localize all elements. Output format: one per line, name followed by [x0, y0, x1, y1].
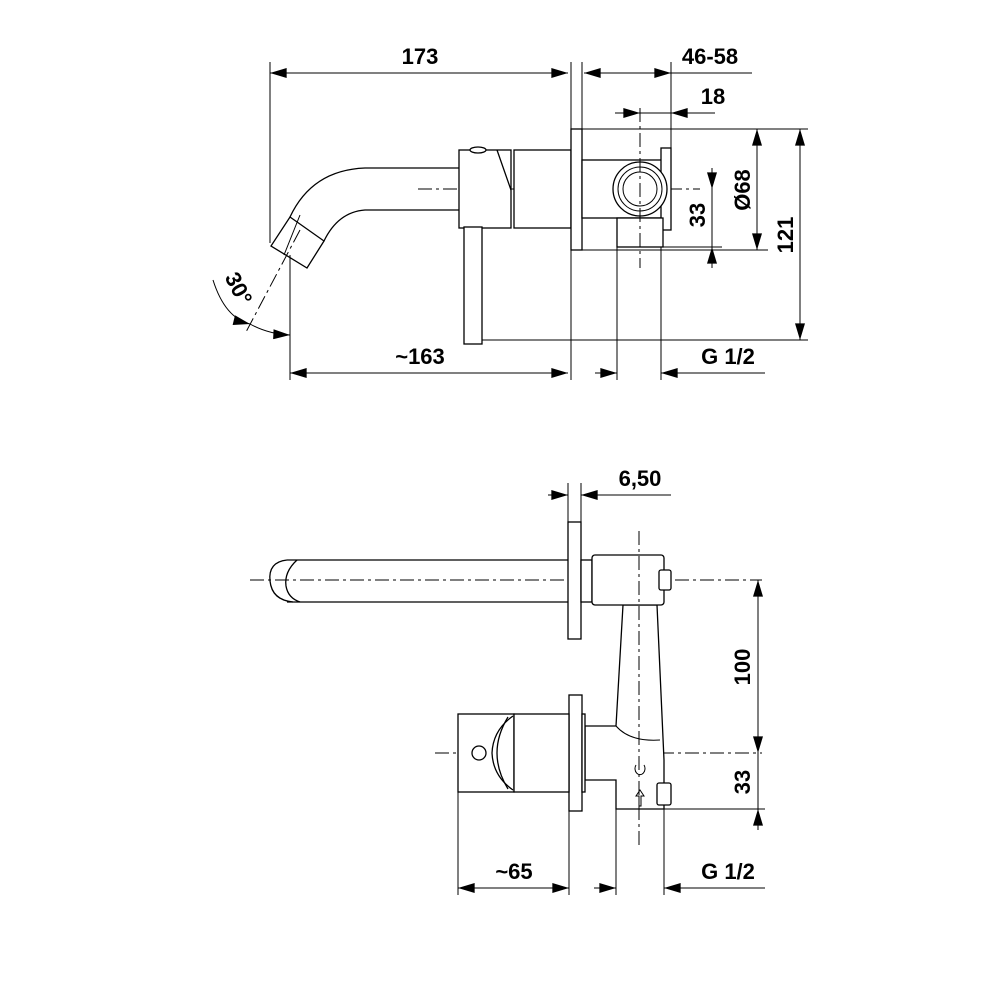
dimension-121: 121 [773, 129, 805, 341]
dimension-label: 33 [685, 203, 710, 227]
dimension-label: 33 [730, 770, 755, 794]
top-view: 173 46-58 18 33 Ø68 121 [212, 44, 808, 380]
dimension-label: 30° [220, 268, 258, 309]
dimension-33-bottom: 33 [730, 753, 763, 830]
dimension-100: 100 [730, 580, 763, 753]
lower-flange [568, 694, 583, 812]
inlet-arrow-icon [634, 764, 646, 776]
dimension-label: 46-58 [682, 44, 738, 69]
dimension-label: ~65 [495, 859, 532, 884]
dimension-label: 100 [730, 649, 755, 686]
handle-screw-hole [471, 745, 487, 761]
dimension-label: 6,50 [619, 466, 662, 491]
concealed-valve-body [581, 147, 672, 248]
upper-body [591, 554, 665, 606]
dimension-label: G 1/2 [701, 859, 755, 884]
dimension-163: ~163 [289, 344, 568, 378]
dimension-65: ~65 [457, 859, 569, 893]
handle-collar [458, 149, 512, 229]
dimension-thread-top: G 1/2 [595, 344, 765, 378]
dimension-label: 18 [701, 84, 725, 109]
spout-side [269, 559, 568, 603]
dimension-diameter-68: Ø68 [730, 129, 762, 250]
wall-flange [570, 128, 583, 251]
spout [270, 167, 459, 269]
lever-handle [463, 226, 483, 345]
bottom-view: 6,50 100 33 ~65 G 1/2 [250, 466, 765, 895]
dimension-label: 173 [402, 44, 439, 69]
spout-aerator [270, 216, 325, 269]
handle-screw [469, 146, 487, 154]
dimension-thread-bottom: G 1/2 [594, 859, 765, 893]
dimension-6-50: 6,50 [548, 466, 671, 500]
dimension-18: 18 [615, 84, 725, 118]
dimension-label: G 1/2 [701, 344, 755, 369]
upper-slot [658, 569, 672, 591]
dimension-label: Ø68 [730, 169, 755, 211]
dimension-label: 121 [773, 217, 798, 254]
dimension-46-58: 46-58 [584, 44, 752, 78]
dimension-173: 173 [269, 44, 568, 78]
dimension-33-top: 33 [685, 168, 717, 268]
lower-slot [656, 782, 672, 806]
concealed-valve-body [584, 604, 665, 810]
dimension-label: ~163 [395, 344, 445, 369]
mixer-body [513, 149, 572, 229]
mixer-body-side [513, 713, 570, 793]
upper-flange [567, 521, 582, 640]
